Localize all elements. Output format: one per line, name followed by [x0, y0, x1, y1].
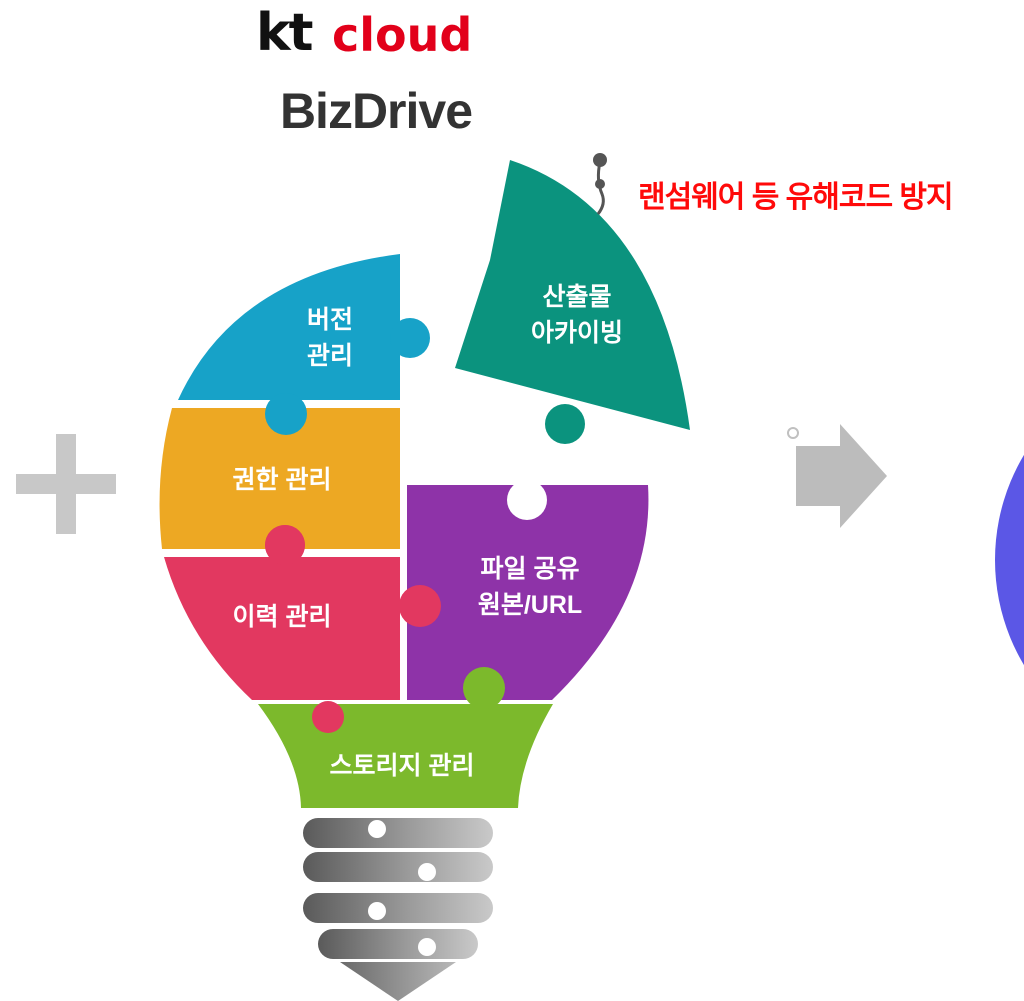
logo-cloud-text: cloud [332, 8, 473, 62]
product-title: BizDrive [279, 83, 473, 139]
ransomware-callout: 랜섬웨어 등 유해코드 방지 [638, 181, 954, 214]
version-label-line1: 버전 [307, 306, 353, 334]
storage-label: 스토리지 관리 [330, 752, 475, 780]
logo-kt-text: kt [256, 3, 313, 63]
sharing-label-line2: 원본/URL [478, 591, 582, 619]
storage-piece [258, 667, 553, 808]
archive-label-line1: 산출물 [542, 283, 611, 311]
kt-cloud-logo: kt cloud [256, 0, 506, 70]
archive-piece [455, 160, 690, 444]
plus-icon [16, 434, 116, 534]
sharing-piece [399, 480, 649, 700]
version-label-line2: 관리 [307, 342, 353, 370]
screw-base-icon [303, 818, 493, 1001]
permission-label: 권한 관리 [233, 466, 332, 494]
pin-icon [593, 153, 607, 215]
right-arrow-icon [787, 424, 887, 528]
sharing-label-line1: 파일 공유 [481, 555, 580, 583]
cloud-circle [995, 455, 1024, 665]
history-label: 이력 관리 [233, 603, 332, 631]
archive-label-line2: 아카이빙 [531, 319, 623, 347]
